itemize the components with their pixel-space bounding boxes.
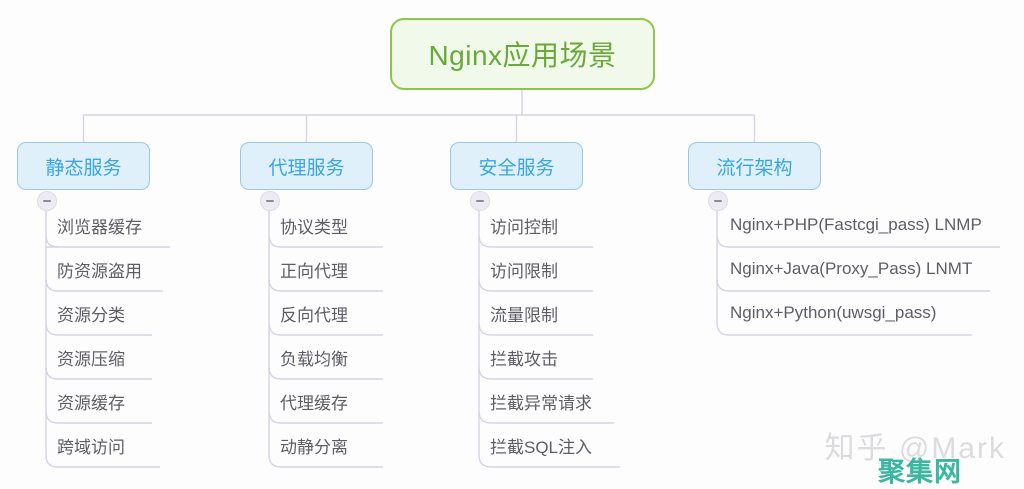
branch-node-static-service[interactable]: 静态服务 bbox=[17, 142, 150, 190]
leaf-item[interactable]: 代理缓存 bbox=[280, 393, 348, 413]
minus-glyph bbox=[476, 200, 484, 202]
branch-node-popular-architecture[interactable]: 流行架构 bbox=[688, 142, 821, 190]
leaf-item[interactable]: 拦截SQL注入 bbox=[490, 437, 593, 457]
minus-glyph bbox=[714, 200, 722, 202]
leaf-item[interactable]: 防资源盗用 bbox=[57, 261, 142, 281]
root-node-label: Nginx应用场景 bbox=[428, 40, 617, 71]
watermark-site-text: 聚集网 bbox=[878, 457, 962, 487]
branch-node-security-service[interactable]: 安全服务 bbox=[450, 142, 583, 190]
leaf-item[interactable]: 拦截攻击 bbox=[490, 349, 558, 369]
minus-glyph bbox=[266, 200, 274, 202]
collapse-minus-icon[interactable] bbox=[260, 191, 280, 211]
leaf-item[interactable]: 反向代理 bbox=[280, 305, 348, 325]
leaf-item[interactable]: 访问控制 bbox=[490, 217, 558, 237]
watermark-site: 聚集网 bbox=[878, 450, 962, 489]
leaf-item[interactable]: Nginx+PHP(Fastcgi_pass) LNMP bbox=[730, 215, 982, 234]
leaf-item[interactable]: 动静分离 bbox=[280, 437, 348, 457]
leaf-item[interactable]: Nginx+Python(uwsgi_pass) bbox=[730, 303, 937, 322]
branch-label: 代理服务 bbox=[268, 157, 345, 179]
leaf-item[interactable]: 跨域访问 bbox=[57, 437, 125, 457]
leaf-item[interactable]: 协议类型 bbox=[280, 217, 348, 237]
collapse-minus-icon[interactable] bbox=[470, 191, 490, 211]
collapse-minus-icon[interactable] bbox=[37, 191, 57, 211]
leaf-item[interactable]: 资源压缩 bbox=[57, 349, 125, 369]
leaf-item[interactable]: 负载均衡 bbox=[280, 349, 348, 369]
collapse-minus-icon[interactable] bbox=[708, 191, 728, 211]
leaf-item[interactable]: 拦截异常请求 bbox=[490, 393, 592, 413]
branch-label: 安全服务 bbox=[478, 157, 555, 179]
minus-glyph bbox=[43, 200, 51, 202]
leaf-item[interactable]: Nginx+Java(Proxy_Pass) LNMT bbox=[730, 259, 973, 278]
leaf-item[interactable]: 浏览器缓存 bbox=[57, 217, 142, 237]
leaf-item[interactable]: 资源分类 bbox=[57, 305, 125, 325]
branch-label: 流行架构 bbox=[716, 157, 793, 179]
root-node[interactable]: Nginx应用场景 bbox=[390, 18, 655, 90]
watermark-zhihu: 知乎 @Mark bbox=[824, 432, 1006, 465]
leaf-item[interactable]: 访问限制 bbox=[490, 261, 558, 281]
branch-node-proxy-service[interactable]: 代理服务 bbox=[240, 142, 373, 190]
leaf-item[interactable]: 流量限制 bbox=[490, 305, 558, 325]
branch-label: 静态服务 bbox=[45, 157, 122, 179]
leaf-item[interactable]: 资源缓存 bbox=[57, 393, 125, 413]
leaf-item[interactable]: 正向代理 bbox=[280, 261, 348, 281]
